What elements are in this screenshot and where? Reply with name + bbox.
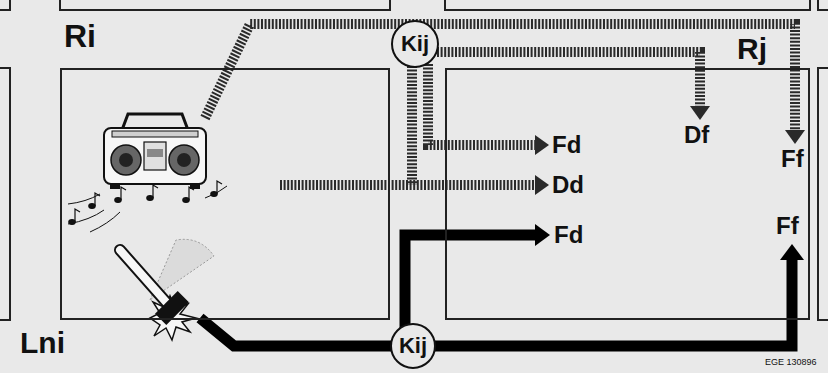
solid-path [200,258,792,346]
wall-line [818,68,828,320]
arrow-head [785,130,805,144]
radio-speaker [169,145,199,175]
hatched-path [407,66,417,185]
music-note [183,198,189,203]
source-label: Lni [20,328,65,358]
music-note [147,196,153,201]
arrow-head [535,175,549,195]
wall-line [818,0,828,10]
radio-speaker [119,153,133,167]
figure-code: EGE 130896 [765,358,817,367]
junction-circle: Kij [390,323,436,369]
music-note [89,204,95,209]
room-outline: Ri [60,68,390,320]
sound-line [68,210,104,224]
music-note [115,198,121,203]
sound-line [90,212,120,232]
hammer-illustration [120,239,214,340]
music-note [121,187,126,200]
airborne-paths [205,24,805,195]
junction-circle: Kij [391,20,439,68]
path-label: Ff [776,214,799,238]
arrow-head [690,106,710,120]
wall-line [0,0,10,10]
hatched-path [437,52,700,108]
radio-body [104,128,206,184]
junction-label: Kij [399,335,427,357]
music-note [75,209,80,222]
path-label: Ff [781,147,804,171]
hatched-path [280,180,536,190]
room-label: Rj [737,34,767,64]
path-label: Dd [552,173,584,197]
radio-panel [112,131,198,137]
music-notes [68,181,227,232]
junction-label: Kij [401,33,429,55]
room-outline: Rj [445,68,810,320]
hatched-path [205,24,795,132]
radio-speaker [177,153,191,167]
radio-tape [147,149,163,157]
solid-path [405,235,536,330]
neighbour-walls [0,0,828,320]
radio-illustration [104,114,206,189]
wall-line [60,0,390,10]
hammer-handle [120,250,166,302]
sound-line [68,194,100,204]
sound-line [205,186,227,198]
wall-line [445,0,810,10]
impact-paths [200,224,804,346]
path-label: Fd [552,133,581,157]
radio-tape [144,142,166,170]
radio-foot [110,184,120,189]
music-note [189,187,194,200]
arrow-head [535,135,549,155]
path-label: Fd [554,223,583,247]
path-label: Df [684,123,709,147]
music-note [153,185,158,198]
arrow-head [780,244,804,260]
hammer-handle [120,250,166,302]
radio-speaker [111,145,141,175]
arrow-head [535,224,550,246]
wall-line [0,68,10,320]
room-label: Ri [64,20,96,52]
